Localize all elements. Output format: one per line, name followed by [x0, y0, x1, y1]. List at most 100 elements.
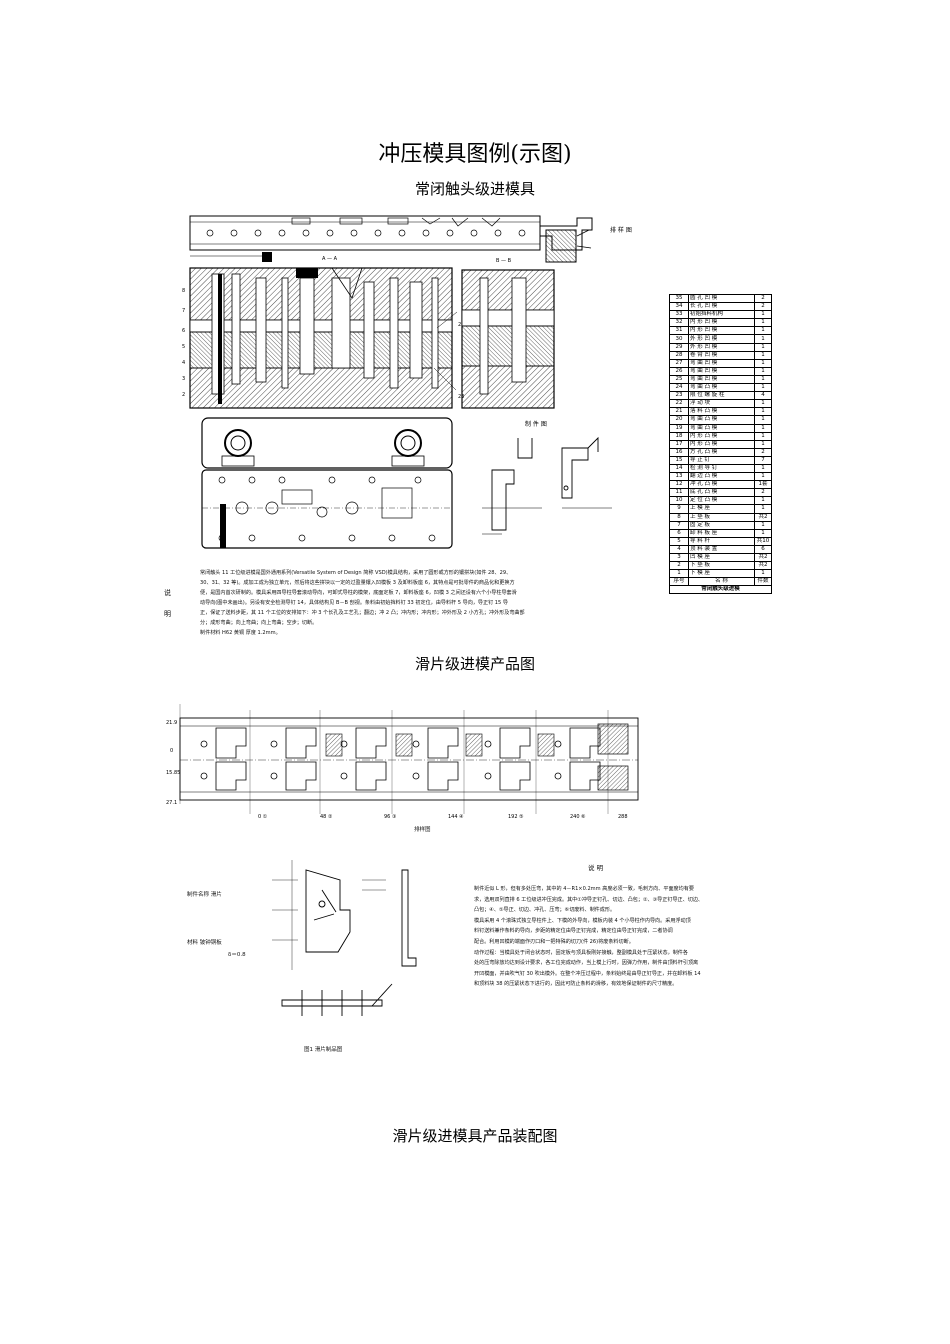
slider-strip-layout: 21.9 0 15.85 27.1 0 ① 48 ② 96 ③ 144 ④ 19…: [166, 704, 642, 832]
bom-cell-name: 方 孔 凸 模: [688, 447, 755, 457]
bom-cell-qty: 共10: [754, 536, 772, 546]
bom-cell-name: 固 定 板: [688, 520, 755, 530]
description-line: 处的压弯除放均达到设计要求，各工位完成动作，当上模上行时，因弹力作用，制件由顶料…: [474, 960, 699, 967]
bom-cell-qty: 1: [754, 350, 772, 360]
description-line: 正，保证了送料步距，其 11 个工位的安排如下：冲 3 个长孔及工艺孔；翻边；冲…: [200, 610, 525, 616]
bom-cell-name: 下 模 座: [688, 569, 755, 579]
bom-cell-no: 8: [669, 512, 689, 522]
bom-cell-name: 内 形 凸 模: [688, 431, 755, 441]
bom-cell-qty: 4: [754, 391, 772, 401]
bom-cell-name: 内 形 凹 模: [688, 318, 755, 328]
bom-cell-name: 凹 模 座: [688, 552, 755, 563]
svg-text:7: 7: [182, 308, 185, 314]
bom-cell-qty: 1: [754, 318, 772, 328]
section-caption-2: 滑片级进模产品图: [414, 655, 535, 673]
bom-cell-qty: 1: [754, 374, 772, 385]
bom-cell-qty: 1: [754, 415, 772, 425]
part-drawing-label: 制 件 图: [525, 420, 547, 428]
station-label-1: 48 ②: [320, 814, 333, 820]
bom-cell-qty: 1: [754, 569, 772, 579]
part-name: 制件名称 滑片: [187, 892, 222, 898]
bom-cell-qty: 2: [754, 447, 772, 457]
bom-cell-no: 17: [669, 439, 689, 449]
bom-cell-name: 底 孔 凸 模: [688, 488, 755, 498]
bom-cell-name: 导 正 钉: [688, 455, 755, 465]
description-line: 配合。利用凹模的端面作刃口和一把特殊的切刀(件 26)将废条料切断。: [474, 938, 634, 945]
bom-cell-name: 弯 曲 凸 模: [688, 383, 755, 393]
bom-cell-name: 导 料 杆: [688, 536, 755, 546]
svg-text:4: 4: [182, 360, 185, 366]
bom-cell-qty: 7: [754, 455, 772, 465]
bom-cell-no: 19: [669, 423, 689, 433]
bom-cell-name: 弯 曲 凸 模: [688, 423, 755, 433]
bom-cell-no: 4: [669, 544, 689, 555]
bom-cell-name: 定 位 凸 模: [688, 496, 755, 506]
bom-cell-qty: 1套: [754, 480, 772, 490]
bom-cell-no: 11: [669, 488, 689, 498]
bom-cell-name: 顶 料 装 置: [688, 544, 755, 555]
bom-cell-name: 卸 料 板 座: [688, 528, 755, 538]
bom-cell-qty: 1: [754, 334, 772, 344]
part-drawing: [482, 436, 612, 535]
description-line: 便，是国内首次研制的。模具采用四导柱导套滚动导向，可卸式导柱的模架，底面定板 7…: [200, 590, 517, 596]
bom-cell-no: 14: [669, 463, 689, 474]
svg-text:5: 5: [182, 344, 185, 350]
description-line: 和顶料块 38 的压紧状态下进行的，因此可防止条料的滑移，有效地保证制件的尺寸精…: [474, 981, 678, 988]
bom-cell-no: 30: [669, 334, 689, 344]
bom-cell-no: 15: [669, 455, 689, 465]
bom-cell-qty: 1: [754, 504, 772, 514]
bom-cell-no: 31: [669, 326, 689, 336]
bom-title: 常闭触头级进模: [669, 585, 772, 595]
bom-cell-name: 浮 动 块: [688, 399, 755, 409]
section-bb-label: B — B: [496, 258, 512, 264]
description-line: 制件近似 L 形，但有多处压弯，其中的 4－R1×0.2mm 高度必须一致，毛刺…: [474, 886, 694, 892]
slider-part-drawing: [262, 850, 432, 1046]
bom-cell-qty: 1: [754, 358, 772, 368]
explain-title: 说 明: [588, 864, 604, 872]
bom-cell-no: 29: [669, 342, 689, 352]
bom-cell-name: 卷 臂 凹 模: [688, 350, 755, 360]
bom-cell-name: 冲 孔 凸 模: [688, 480, 755, 490]
bom-cell-qty: 共2: [754, 512, 772, 522]
bom-cell-qty: 1: [754, 520, 772, 530]
description-side-label-1: 说: [164, 589, 171, 597]
svg-text:3: 3: [182, 376, 185, 382]
bom-cell-no: 24: [669, 383, 689, 393]
strip-dim-mid: 15.85: [166, 770, 180, 776]
section-caption-3: 滑片级进模具产品装配图: [392, 1127, 558, 1145]
bom-footer-row: 序号 名 称 件数: [669, 577, 772, 587]
part-thickness: δ＝0.8: [228, 952, 246, 958]
bom-cell-name: 长 孔 凹 模: [688, 302, 755, 312]
description-line: 求，选用双列直排 6 工位级进冲压完成。其中①冲导正钉孔、切边、凸包；②、③导正…: [474, 896, 704, 903]
bom-cell-no: 18: [669, 431, 689, 441]
bom-cell-qty: 2: [754, 302, 772, 312]
bom-cell-no: 35: [669, 293, 689, 304]
strip-layout-label: 排 样 图: [610, 226, 632, 234]
bom-cell-name: 上 垫 板: [688, 512, 755, 522]
station-label-4: 192 ⑤: [508, 814, 524, 820]
bom-cell-no: 23: [669, 391, 689, 401]
plan-view: [201, 417, 453, 549]
part-material: 材料 铍钟铜板: [187, 940, 222, 946]
bom-cell-name: 翻 边 凸 模: [688, 472, 755, 482]
bom-cell-name: 外 形 凹 模: [688, 334, 755, 344]
bom-cell-qty: 1: [754, 496, 772, 506]
svg-text:6: 6: [182, 328, 185, 334]
bom-cell-qty: 1: [754, 366, 772, 376]
